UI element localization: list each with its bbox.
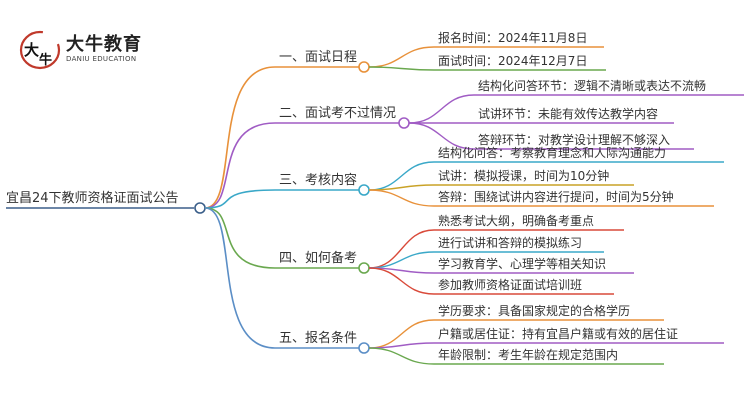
branch-connector (204, 66, 276, 209)
leaf-label: 熟悉考试大纲，明确备考重点 (438, 214, 595, 228)
leaf-label: 面试时间：2024年12月7日 (438, 54, 588, 68)
leaf-connector (408, 122, 475, 150)
branch-node-icon (358, 61, 370, 73)
leaf-connector (368, 46, 435, 68)
leaf-connector (368, 184, 435, 191)
leaf-label: 报名时间：2024年11月8日 (438, 31, 588, 45)
branch-node-icon (358, 342, 370, 354)
branch-connector (204, 122, 276, 209)
branch-label: 一、面试日程 (279, 50, 358, 65)
logo-name: 大牛教育 (66, 34, 142, 55)
leaf-connector (368, 251, 435, 269)
leaf-connector (368, 66, 435, 71)
root-node-icon (194, 202, 206, 214)
leaf-connector (368, 189, 435, 207)
leaf-label: 年龄限制：考生年龄在规定范围内 (438, 348, 619, 362)
leaf-label: 学历要求：具备国家规定的合格学历 (438, 304, 631, 318)
branch-node-icon (358, 184, 370, 196)
branch-connector (204, 189, 276, 209)
leaf-label: 参加教师资格证面试培训班 (438, 278, 583, 292)
branch-label: 三、考核内容 (279, 173, 358, 188)
leaf-label: 学习教育学、心理学等相关知识 (438, 257, 607, 271)
logo-mark-icon: 大 牛 (19, 30, 61, 70)
leaf-label: 户籍或居住证：持有宜昌户籍或有效的居住证 (438, 327, 679, 341)
branch-connector (204, 207, 276, 269)
leaf-connector (368, 342, 435, 349)
branch-label: 四、如何备考 (279, 251, 358, 266)
svg-text:大: 大 (24, 41, 39, 59)
branch-label: 二、面试考不过情况 (279, 106, 397, 121)
svg-text:牛: 牛 (39, 52, 52, 68)
leaf-label: 试讲环节：未能有效传达教学内容 (478, 107, 659, 121)
branch-connector (204, 207, 276, 349)
leaf-connector (368, 267, 435, 295)
leaf-label: 进行试讲和答辩的模拟练习 (438, 236, 583, 250)
branch-label: 五、报名条件 (279, 331, 358, 346)
root-topic: 宜昌24下教师资格证面试公告 (6, 191, 179, 206)
leaf-label: 答辩环节：对教学设计理解不够深入 (478, 133, 671, 147)
brand-logo: 大 牛 大牛教育 DANIU EDUCATION (18, 28, 178, 72)
leaf-connector (368, 229, 435, 269)
branch-node-icon (358, 262, 370, 274)
leaf-connector (368, 347, 435, 365)
logo-subtitle: DANIU EDUCATION (66, 55, 137, 63)
leaf-label: 结构化问答：考察教育理念和人际沟通能力 (438, 146, 667, 160)
leaf-label: 答辩：围绕试讲内容进行提问，时间为5分钟 (438, 190, 674, 204)
leaf-connector (408, 94, 475, 124)
leaf-label: 试讲：模拟授课，时间为10分钟 (438, 169, 610, 183)
leaf-label: 结构化问答环节：逻辑不清晰或表达不流畅 (478, 79, 707, 93)
branch-node-icon (398, 117, 410, 129)
